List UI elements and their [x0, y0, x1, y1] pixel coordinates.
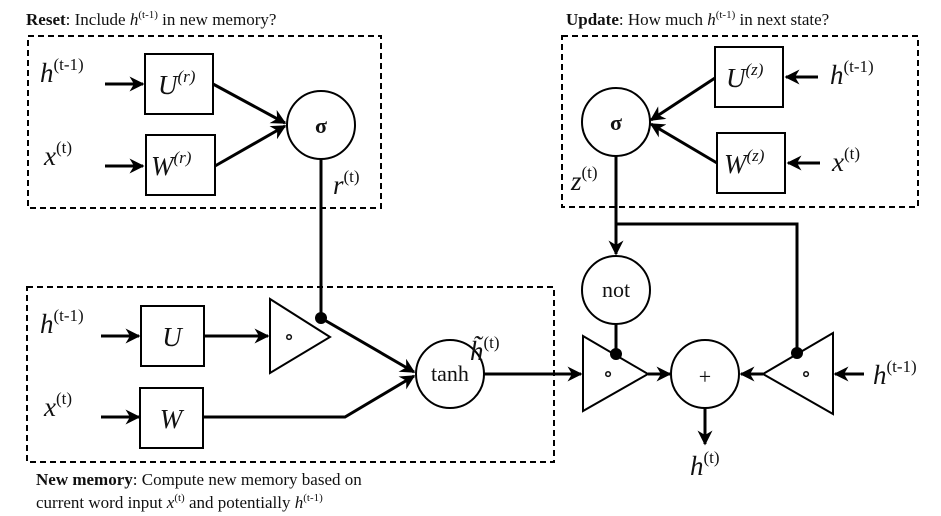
reset-gate-region	[27, 35, 382, 209]
right-gate-dot	[791, 347, 803, 359]
reset-w-label: W(r)	[151, 148, 192, 181]
update-w-label: W(z)	[724, 146, 765, 179]
update-gate-region	[561, 35, 919, 208]
update-w-to-sigma	[649, 122, 718, 165]
newmem-hadamard-gate	[269, 297, 332, 375]
update-input-h: h(t-1)	[830, 57, 874, 90]
reset-input-h: h(t-1)	[40, 55, 84, 88]
update-w-box	[716, 132, 786, 194]
newmem-output-htilde: h̃(t)	[470, 333, 500, 366]
left-gate-dot	[610, 348, 622, 360]
new-memory-caption-line1: New memory: Compute new memory based on	[36, 470, 362, 489]
newmem-hadamard-symbol: ∘	[284, 324, 295, 349]
reset-output-r: r(t)	[333, 167, 360, 200]
update-sigma-label: σ	[610, 110, 622, 135]
tanh-label: tanh	[431, 361, 469, 386]
reset-w-to-sigma	[214, 124, 287, 168]
output-h: h(t)	[690, 448, 720, 481]
reset-u-box	[144, 53, 214, 115]
not-label: not	[602, 277, 630, 302]
sum-label: +	[699, 364, 711, 389]
reset-caption: Reset: Include h(t-1) in new memory?	[26, 9, 276, 29]
newmem-w-box	[139, 387, 204, 449]
newmem-u-box	[140, 305, 205, 367]
update-z-wire	[614, 156, 799, 353]
newmem-w-to-tanh	[203, 374, 416, 419]
newmem-u-label: U	[162, 322, 183, 352]
update-output-z: z(t)	[570, 163, 598, 196]
update-input-x: x(t)	[831, 144, 860, 177]
update-u-to-sigma	[649, 76, 716, 122]
update-u-box	[714, 46, 784, 108]
newmem-w-label: W	[160, 404, 185, 434]
reset-w-box	[145, 134, 216, 196]
new-memory-caption-line2: current word input x(t) and potentially …	[36, 492, 323, 512]
newmem-input-x: x(t)	[43, 389, 72, 422]
reset-u-label: U(r)	[158, 67, 196, 100]
update-u-label: U(z)	[726, 60, 764, 93]
right-hadamard-symbol: ∘	[801, 361, 812, 386]
reset-u-to-sigma	[212, 82, 287, 125]
reset-input-x: x(t)	[43, 138, 72, 171]
left-hadamard-symbol: ∘	[603, 361, 614, 386]
newmem-input-h: h(t-1)	[40, 306, 84, 339]
newmem-hadamard-to-tanh	[320, 316, 416, 374]
reset-sigma-label: σ	[315, 113, 327, 138]
output-input-h: h(t-1)	[873, 357, 917, 390]
update-caption: Update: How much h(t-1) in next state?	[566, 9, 829, 29]
